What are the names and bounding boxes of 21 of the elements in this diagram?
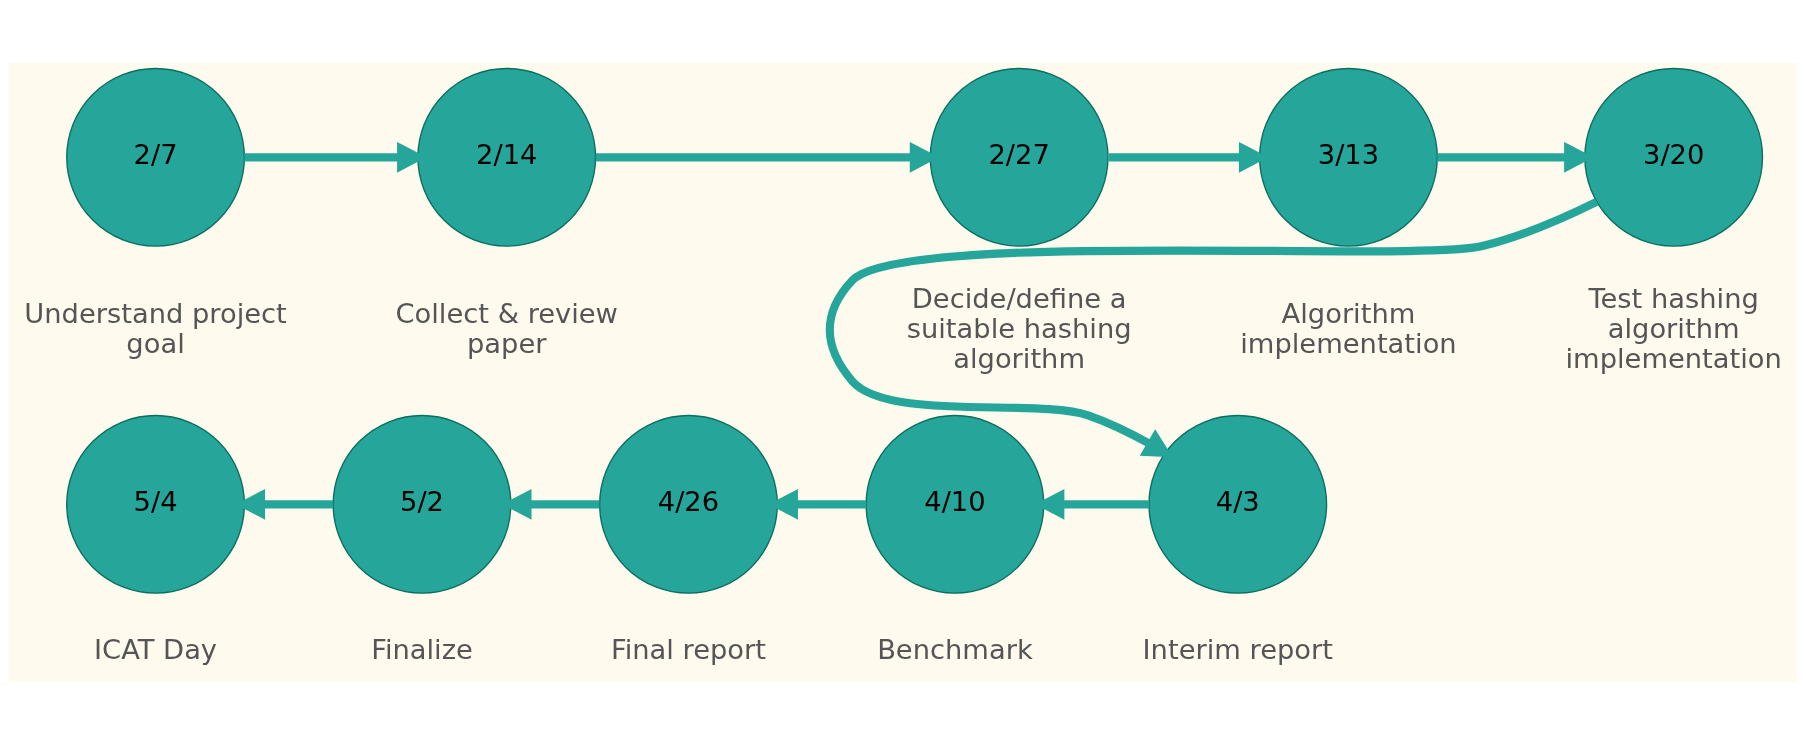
node-circle: 3/20 xyxy=(1584,67,1764,247)
node-circle: 5/4 xyxy=(66,414,246,594)
node-label: Understand project goal xyxy=(24,297,287,359)
node-label: Finalize xyxy=(371,633,473,665)
node-circle: 4/26 xyxy=(598,414,778,594)
node-circle: 5/2 xyxy=(332,414,512,594)
node-label: ICAT Day xyxy=(94,633,218,665)
node-label: Final report xyxy=(610,633,766,665)
node-label: Collect & review paper xyxy=(395,297,618,359)
node-label: Benchmark xyxy=(877,633,1033,665)
node-circle: 2/7 xyxy=(66,67,246,247)
node-label: Interim report xyxy=(1142,633,1333,665)
node-label: Algorithm implementation xyxy=(1240,297,1457,359)
node-label: Decide/define a suitable hashing algorithm xyxy=(906,282,1132,374)
arrow xyxy=(826,198,1599,458)
node-circle: 2/14 xyxy=(417,67,597,247)
node-circle: 3/13 xyxy=(1258,67,1438,247)
node-circle: 4/10 xyxy=(865,414,1045,594)
node-circle: 2/27 xyxy=(929,67,1109,247)
node-circle: 4/3 xyxy=(1148,414,1328,594)
node-label: Test hashing algorithm implementation xyxy=(1565,282,1782,374)
